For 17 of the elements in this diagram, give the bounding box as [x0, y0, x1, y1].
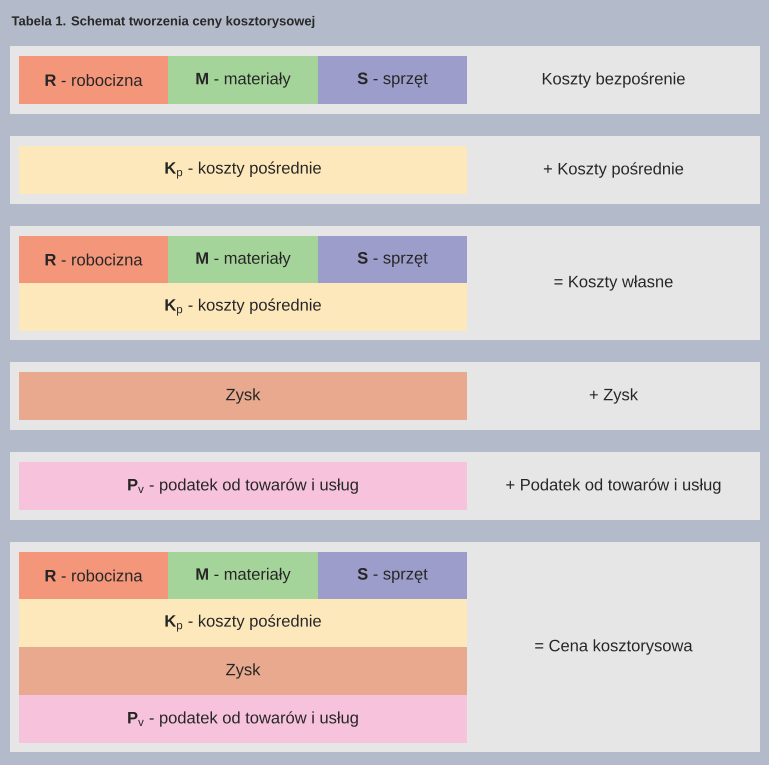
cost-box: R - robocizna [19, 552, 168, 599]
cost-box: M - materiały [168, 236, 318, 283]
cost-box: S - sprzęt [318, 236, 467, 283]
cost-box: S - sprzęt [318, 552, 467, 599]
cost-box: Zysk [19, 647, 467, 695]
cost-box: S - sprzęt [318, 56, 467, 104]
title: Tabela 1. Schemat tworzenia ceny kosztorysowej [12, 16, 314, 28]
cost-box: P$_{v}$ - podatek od towarów i usług [19, 462, 467, 510]
cost-box: M - materiały [168, 552, 318, 599]
cost-box: K$_{p}$ - koszty pośrednie [19, 146, 467, 194]
cost-box: R - robocizna [19, 56, 168, 104]
cost-box: P$_{v}$ - podatek od towarów i usług [19, 695, 467, 743]
cost-box: Zysk [19, 372, 467, 420]
cost-box: R - robocizna [19, 236, 168, 283]
cost-box: K$_{p}$ - koszty pośrednie [19, 283, 467, 331]
cost-box: K$_{p}$ - koszty pośrednie [19, 599, 467, 647]
cost-box: M - materiały [168, 56, 318, 104]
